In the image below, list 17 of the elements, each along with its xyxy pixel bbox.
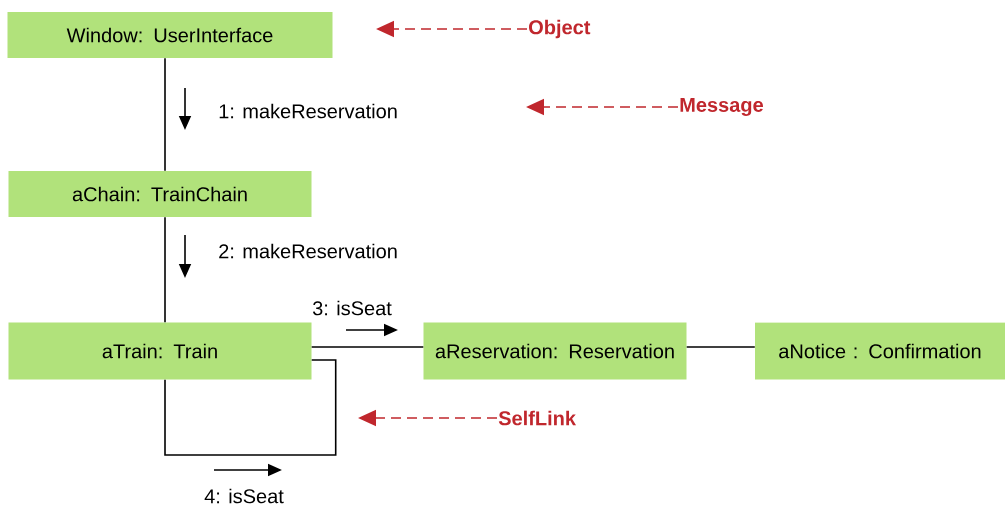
link-line: [164, 216, 166, 324]
annotation-text: Message: [680, 98, 763, 116]
object-box: aChain: TrainChain: [8, 171, 312, 217]
link-line: [310, 346, 425, 348]
link-line: [164, 57, 166, 172]
object-box: aTrain: Train: [8, 322, 312, 380]
object-box: Window: UserInterface: [7, 12, 333, 58]
annotation-text: Object: [529, 19, 591, 39]
edge-label: 2: makeReservation: [219, 243, 397, 259]
edge-label: 1: makeReservation: [219, 103, 397, 119]
object-box: aNotice : Confirmation: [755, 322, 1005, 380]
object-box: aReservation: Reservation: [423, 322, 687, 380]
link-line: [685, 346, 756, 348]
edge-label: 4: isSeat: [204, 488, 284, 504]
annotation-text: SelfLink: [498, 410, 576, 426]
edge-label: 3: isSeat: [312, 300, 392, 316]
self-link-line: [164, 359, 337, 456]
